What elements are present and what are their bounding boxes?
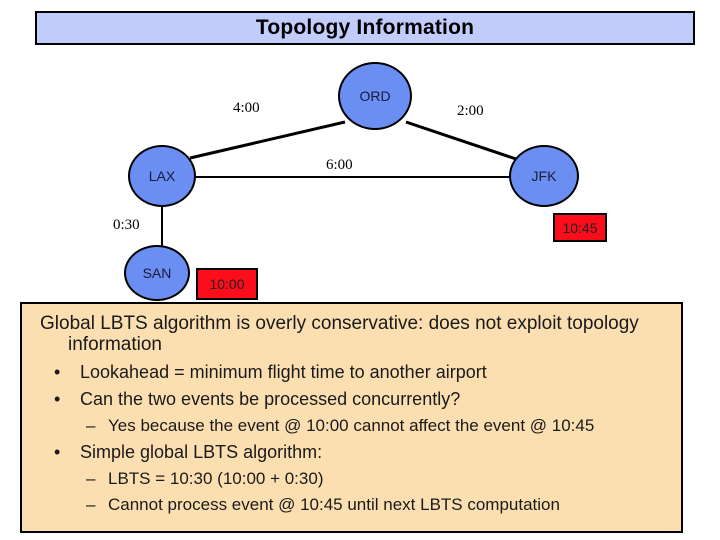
edge-lax-ord	[189, 120, 346, 160]
body-subbullet-yes: – Yes because the event @ 10:00 cannot a…	[86, 417, 671, 434]
event-box-san-label: 10:00	[209, 276, 245, 292]
graph-node-lax[interactable]: LAX	[128, 145, 196, 207]
edge-label-lax-jfk: 6:00	[326, 157, 353, 173]
graph-node-san[interactable]: SAN	[124, 245, 190, 301]
bullet-dot-icon: •	[54, 442, 61, 462]
bullet-dash-icon: –	[86, 469, 96, 488]
graph-node-ord-label: ORD	[359, 88, 391, 104]
bullet-dot-icon: •	[54, 389, 61, 409]
body-text-panel: Global LBTS algorithm is overly conserva…	[20, 302, 683, 533]
bullet-dash-icon: –	[86, 416, 96, 435]
body-bullet-simple-algorithm: • Simple global LBTS algorithm:	[54, 443, 671, 461]
body-bullet-simple-algorithm-text: Simple global LBTS algorithm:	[80, 442, 323, 462]
event-box-jfk[interactable]: 10:45	[553, 213, 607, 242]
body-subbullet-yes-text: Yes because the event @ 10:00 cannot aff…	[108, 416, 595, 435]
graph-node-jfk[interactable]: JFK	[509, 145, 579, 207]
body-subbullet-lbts-value-text: LBTS = 10:30 (10:00 + 0:30)	[108, 469, 324, 488]
event-box-san[interactable]: 10:00	[196, 268, 258, 300]
body-bullet-lookahead: • Lookahead = minimum flight time to ano…	[54, 363, 671, 381]
body-intro-line-1: Global LBTS algorithm is overly conserva…	[40, 313, 639, 334]
edge-label-ord-jfk: 2:00	[457, 103, 484, 119]
graph-node-ord[interactable]: ORD	[338, 62, 412, 130]
body-subbullet-cannot-process-text: Cannot process event @ 10:45 until next …	[108, 495, 560, 514]
edge-ord-jfk	[405, 120, 520, 162]
body-bullet-concurrent: • Can the two events be processed concur…	[54, 390, 671, 408]
slide-title-banner: Topology Information	[35, 11, 695, 45]
body-subbullet-lbts-value: – LBTS = 10:30 (10:00 + 0:30)	[86, 470, 671, 487]
edge-label-lax-ord: 4:00	[233, 100, 260, 116]
graph-edges-svg	[161, 120, 520, 248]
body-bullet-lookahead-text: Lookahead = minimum flight time to anoth…	[80, 362, 487, 382]
edge-label-lax-san: 0:30	[113, 217, 140, 233]
topology-graph: ORD LAX JFK SAN 4:00 2:00 6:00 0:30 10:0…	[113, 62, 607, 301]
bullet-dash-icon: –	[86, 495, 96, 514]
graph-node-lax-label: LAX	[148, 168, 176, 184]
body-subbullet-cannot-process: – Cannot process event @ 10:45 until nex…	[86, 496, 671, 513]
graph-node-san-label: SAN	[142, 265, 172, 281]
bullet-dot-icon: •	[54, 362, 61, 382]
page-title: Topology Information	[255, 16, 475, 39]
body-bullet-concurrent-text: Can the two events be processed concurre…	[80, 389, 461, 409]
body-intro-line-2: information	[68, 334, 162, 355]
event-box-jfk-label: 10:45	[562, 219, 598, 236]
graph-node-jfk-label: JFK	[531, 168, 557, 184]
